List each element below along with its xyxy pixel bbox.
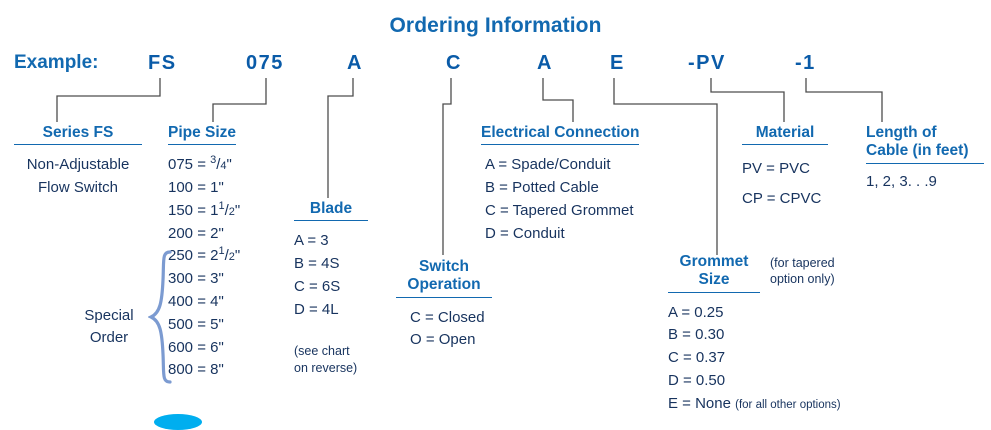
- electrical-connection-options: A = Spade/Conduit B = Potted Cable C = Tap…: [485, 154, 639, 245]
- electrical-connection-option: D = Conduit: [485, 224, 565, 242]
- electrical-connection-option: B = Potted Cable: [485, 179, 599, 197]
- electrical-connection-heading: Electrical Connection: [481, 124, 640, 146]
- example-code-8: -1: [795, 52, 816, 74]
- pipe-size-option: 200 = 2": [168, 224, 224, 242]
- pipe-size-option: 150 = 11/2": [168, 199, 241, 219]
- blade-option: C = 6S: [294, 277, 341, 295]
- blade-options: A = 3 B = 4S C = 6S D = 4L: [294, 230, 368, 321]
- cable-length-heading: Length of Cable (in feet): [866, 124, 984, 164]
- group-pipe-size: Pipe Size 075 = 3/4" 100 = 1" 150 = 11/2" 2…: [168, 124, 240, 382]
- group-material: Material PV = PVC CP = CPVC: [742, 124, 828, 214]
- electrical-connection-option: C = Tapered Grommet: [485, 201, 634, 219]
- pipe-size-option: 800 = 8": [168, 361, 224, 379]
- group-switch-operation: Switch Operation C = Closed O = Open: [396, 258, 492, 352]
- blade-note: (see chart on reverse): [294, 344, 358, 375]
- example-code-3: A: [347, 52, 363, 74]
- grommet-size-option: C = 0.37: [668, 349, 726, 367]
- pipe-size-option: 075 = 3/4": [168, 154, 232, 174]
- electrical-connection-option: A = Spade/Conduit: [485, 156, 611, 174]
- material-option: PV = PVC: [742, 160, 810, 178]
- pipe-size-heading: Pipe Size: [168, 124, 240, 146]
- pipe-size-option: 300 = 3": [168, 270, 224, 288]
- group-blade: Blade A = 3 B = 4S C = 6S D = 4L (see chart…: [294, 200, 368, 376]
- pipe-size-option: 100 = 1": [168, 179, 224, 197]
- switch-operation-option: O = Open: [410, 331, 476, 349]
- material-heading: Material: [742, 124, 828, 146]
- grommet-size-option: A = 0.25: [668, 303, 724, 321]
- switch-operation-heading: Switch Operation: [396, 258, 492, 298]
- grommet-size-last-option: E = None (for all other options): [668, 394, 841, 412]
- special-order-label: Special Order: [84, 307, 134, 346]
- example-code-5: A: [537, 52, 553, 74]
- blade-heading: Blade: [294, 200, 368, 222]
- example-code-2: 075: [246, 52, 284, 74]
- blade-option: B = 4S: [294, 255, 340, 273]
- grommet-size-option: B = 0.30: [668, 326, 725, 344]
- series-options: Non-Adjustable Flow Switch: [14, 154, 142, 200]
- material-options: PV = PVC CP = CPVC: [742, 154, 828, 214]
- blade-option: D = 4L: [294, 300, 339, 318]
- group-series-fs: Series FS Non-Adjustable Flow Switch: [14, 124, 142, 200]
- grommet-size-options: A = 0.25 B = 0.30 C = 0.37 D = 0.50: [668, 302, 841, 393]
- series-line-2: Flow Switch: [37, 179, 119, 197]
- example-code-7: -PV: [688, 52, 726, 74]
- page-title: Ordering Information: [389, 14, 602, 37]
- grommet-size-option: D = 0.50: [668, 371, 726, 389]
- series-line-1: Non-Adjustable: [26, 156, 130, 174]
- material-option: CP = CPVC: [742, 190, 822, 208]
- example-code-6: E: [610, 52, 625, 74]
- grommet-size-last-note: (for all other options): [735, 398, 841, 411]
- grommet-size-heading: Grommet Size: [668, 253, 760, 293]
- example-code-4: C: [446, 52, 462, 74]
- switch-operation-options: C = Closed O = Open: [410, 307, 492, 353]
- cable-length-value: 1, 2, 3. . .9: [866, 172, 937, 190]
- example-label: Example:: [14, 52, 99, 73]
- pipe-size-option: 250 = 21/2": [168, 245, 241, 265]
- series-heading: Series FS: [14, 124, 142, 146]
- example-code-1: FS: [148, 52, 177, 74]
- group-grommet-size: Grommet Size (for tapered option only) A…: [668, 253, 841, 416]
- pipe-size-option: 500 = 5": [168, 315, 224, 333]
- pipe-size-option: 400 = 4": [168, 293, 224, 311]
- blade-option: A = 3: [294, 232, 329, 250]
- switch-operation-option: C = Closed: [410, 308, 485, 326]
- group-cable-length: Length of Cable (in feet) 1, 2, 3. . .9: [866, 124, 984, 193]
- pipe-size-option: 600 = 6": [168, 338, 224, 356]
- decorative-cyan-shape: [154, 414, 202, 430]
- pipe-size-options: 075 = 3/4" 100 = 1" 150 = 11/2" 200 = 2" 250…: [168, 154, 240, 382]
- grommet-size-note: (for tapered option only): [770, 256, 835, 287]
- special-order-brace: [148, 250, 172, 384]
